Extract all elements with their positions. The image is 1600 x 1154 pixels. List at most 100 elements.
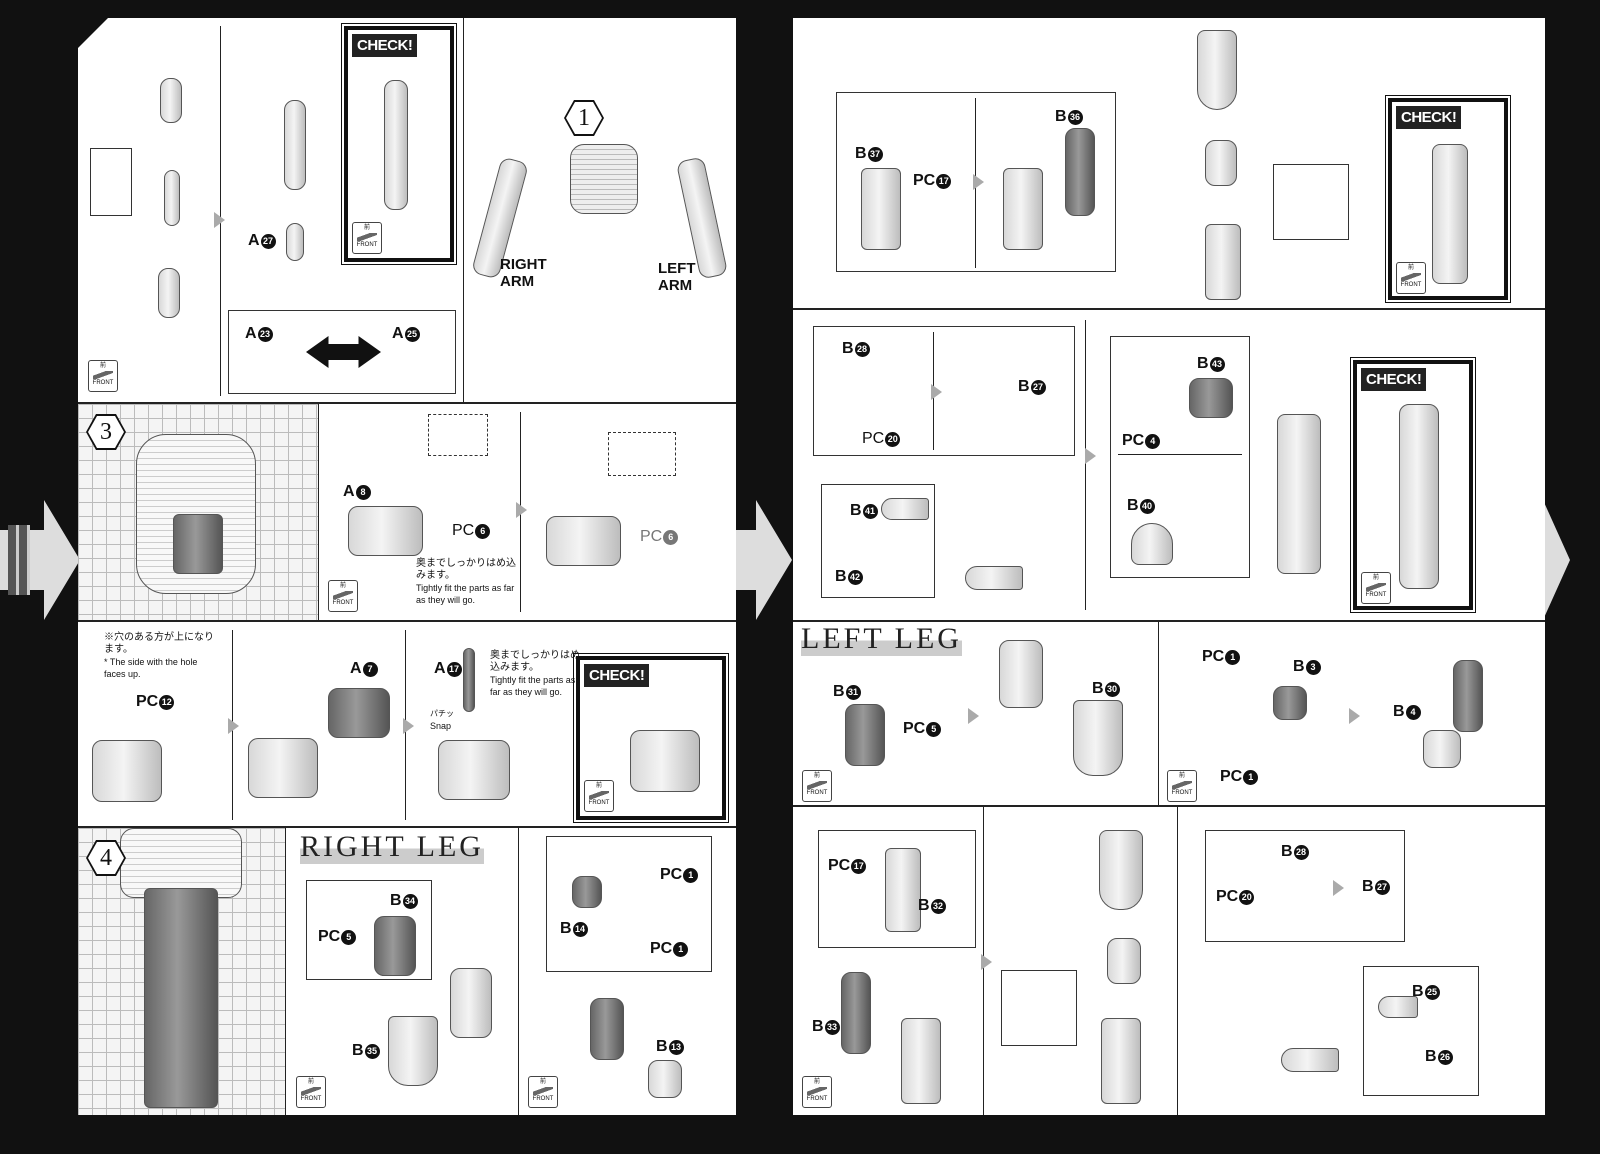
detail-inset	[546, 836, 712, 972]
detail-inset	[836, 92, 1116, 272]
shin-part	[1101, 1018, 1141, 1104]
hand-joint-part	[286, 223, 304, 261]
shin-part	[1003, 168, 1043, 250]
right-leg-title: RIGHT LEG	[300, 830, 484, 864]
hip-joint-part	[572, 876, 602, 908]
detail-inset	[821, 484, 935, 598]
detail-inset	[1110, 336, 1250, 578]
thigh-part	[1073, 700, 1123, 776]
thigh-part	[1197, 30, 1237, 110]
leg-assembly-part	[1277, 414, 1321, 574]
knee-part	[374, 916, 416, 976]
detail-inset	[428, 414, 488, 456]
waist-joint-part	[463, 648, 475, 712]
fit-note: 奥までしっかりはめ込みます。Tightly fit the parts as f…	[490, 650, 580, 697]
thigh-top-part	[1423, 730, 1461, 768]
shin-part	[885, 848, 921, 932]
hip-joint-part	[590, 998, 624, 1060]
hip-part	[546, 516, 621, 566]
step-3-reference-figure	[78, 404, 318, 620]
detail-inset	[1001, 970, 1077, 1046]
foot-part	[965, 566, 1023, 590]
knee-part	[845, 704, 885, 766]
hip-back-part	[328, 688, 390, 738]
foot-part	[1281, 1048, 1339, 1072]
shin-back-part	[1065, 128, 1095, 216]
hip-joint-part	[1273, 686, 1307, 720]
ankle-cover-part	[1131, 523, 1173, 565]
torso-part	[570, 144, 638, 214]
fit-note: 奥までしっかりはめ込みます。Tightly fit the parts as f…	[416, 558, 516, 605]
arm-part	[284, 100, 306, 190]
hip-part	[438, 740, 510, 800]
detail-inset	[1273, 164, 1349, 240]
hip-part	[348, 506, 423, 556]
left-arm-label: LEFT ARM	[658, 260, 696, 294]
upper-arm-part	[160, 78, 182, 123]
foot-part	[881, 498, 929, 520]
right-arm-label: RIGHT ARM	[500, 256, 547, 290]
detail-inset	[818, 830, 976, 948]
hole-note: ※穴のある方が上になります。* The side with the hole f…	[104, 632, 214, 679]
detail-inset	[1363, 966, 1479, 1096]
hand-options-box	[228, 310, 456, 394]
shin-part	[1205, 224, 1241, 300]
hip-part	[248, 738, 318, 798]
knee-cover-part	[450, 968, 492, 1038]
hip-part	[92, 740, 162, 802]
arrow-bars	[8, 525, 30, 595]
shin-back-part	[841, 972, 871, 1054]
elbow-joint-part	[164, 170, 180, 226]
ankle-part	[1189, 378, 1233, 418]
knee-cover-part	[999, 640, 1043, 708]
